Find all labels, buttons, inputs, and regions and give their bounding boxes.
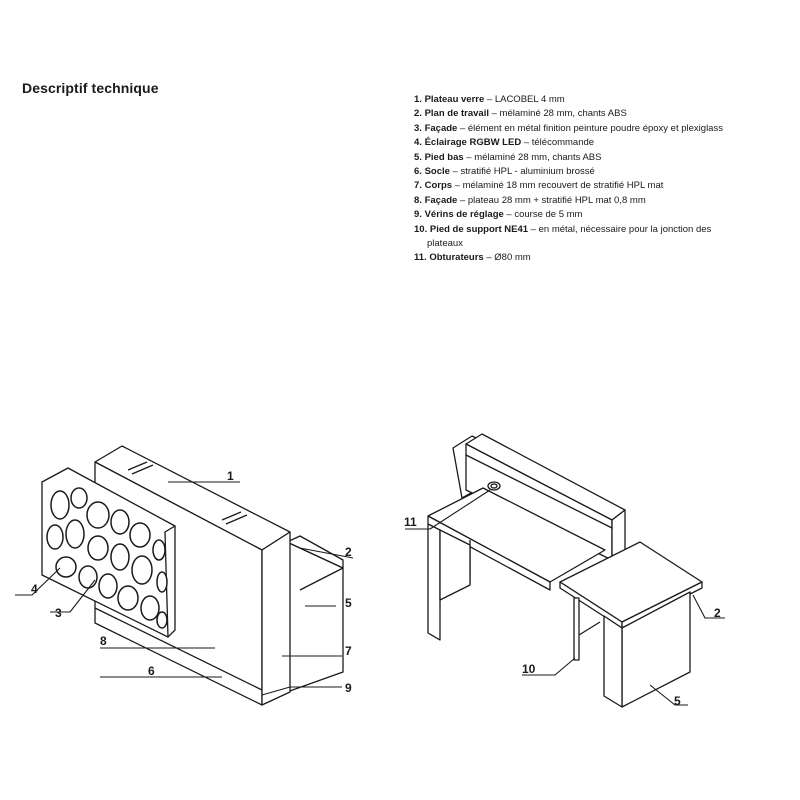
- spec-desc: – élément en métal finition peinture pou…: [457, 122, 723, 134]
- spec-number: 6.: [414, 166, 422, 178]
- spec-item: 7. Corps – mélaminé 18 mm recouvert de s…: [414, 179, 774, 193]
- spec-desc: – LACOBEL 4 mm: [484, 94, 565, 105]
- spec-desc: – mélaminé 18 mm recouvert de stratifié …: [452, 180, 664, 192]
- spec-desc: – en métal, nécessaire pour la jonction …: [528, 223, 712, 235]
- spec-name: Obturateurs: [429, 252, 484, 264]
- spec-name: Socle: [424, 166, 450, 178]
- spec-name: Pied de support NE41: [429, 223, 529, 235]
- spec-number: 7.: [414, 180, 422, 192]
- callout-2-back: 2: [714, 606, 721, 620]
- spec-name: Plan de travail: [424, 108, 489, 120]
- spec-item: 9. Vérins de réglage – course de 5 mm: [414, 208, 774, 222]
- spec-item: 4. Éclairage RGBW LED – télécommande: [414, 136, 774, 150]
- callout-7: 7: [345, 644, 352, 658]
- spec-number: 10.: [414, 223, 428, 235]
- section-heading: Descriptif technique: [22, 80, 159, 96]
- spec-number: 11.: [414, 252, 427, 264]
- spec-number: 1.: [414, 94, 422, 105]
- spec-name: Pied bas: [424, 151, 464, 163]
- spec-name: Façade: [424, 122, 458, 134]
- callout-1: 1: [227, 469, 234, 483]
- callout-6: 6: [148, 664, 155, 678]
- spec-name: Plateau verre: [424, 94, 485, 105]
- callout-8: 8: [100, 634, 107, 648]
- callout-4: 4: [31, 582, 38, 596]
- spec-item: 2. Plan de travail – mélaminé 28 mm, cha…: [414, 107, 774, 121]
- callout-9: 9: [345, 681, 352, 695]
- front-view-drawing: [15, 445, 354, 706]
- spec-item: 10. Pied de support NE41 – en métal, néc…: [414, 223, 774, 252]
- back-view-drawing: [405, 433, 725, 708]
- facade-pattern: [46, 487, 168, 629]
- callout-2: 2: [345, 545, 352, 559]
- spec-desc: – télécommande: [521, 137, 595, 149]
- spec-item: 1. Plateau verre – LACOBEL 4 mm: [414, 93, 774, 107]
- spec-name: Éclairage RGBW LED: [424, 137, 522, 149]
- callout-5-back: 5: [674, 694, 681, 708]
- spec-number: 8.: [414, 194, 422, 206]
- spec-desc: – plateau 28 mm + stratifié HPL mat 0,8 …: [457, 194, 646, 206]
- spec-desc: – Ø80 mm: [483, 252, 531, 264]
- callout-11: 11: [404, 515, 417, 529]
- spec-number: 9.: [414, 209, 422, 221]
- spec-name: Façade: [424, 194, 458, 206]
- spec-desc-continued: plateaux: [427, 238, 463, 250]
- spec-item: 5. Pied bas – mélaminé 28 mm, chants ABS: [414, 151, 774, 165]
- spec-number: 4.: [414, 137, 422, 149]
- callout-3: 3: [55, 606, 62, 620]
- spec-name: Vérins de réglage: [424, 209, 504, 221]
- spec-number: 5.: [414, 151, 422, 163]
- spec-number: 3.: [414, 122, 422, 134]
- spec-desc: – course de 5 mm: [503, 209, 583, 221]
- spec-desc: – mélaminé 28 mm, chants ABS: [463, 151, 602, 163]
- callout-10: 10: [522, 662, 536, 676]
- spec-item: 6. Socle – stratifié HPL - aluminium bro…: [414, 165, 774, 179]
- callout-5: 5: [345, 596, 352, 610]
- spec-desc: – mélaminé 28 mm, chants ABS: [489, 108, 627, 120]
- spec-name: Corps: [424, 180, 453, 192]
- spec-number: 2.: [414, 108, 422, 120]
- spec-item: 8. Façade – plateau 28 mm + stratifié HP…: [414, 194, 774, 208]
- spec-list: 1. Plateau verre – LACOBEL 4 mm 2. Plan …: [414, 93, 774, 266]
- spec-desc: – stratifié HPL - aluminium brossé: [449, 166, 595, 178]
- spec-item: 3. Façade – élément en métal finition pe…: [414, 122, 774, 136]
- spec-item: 11. Obturateurs – Ø80 mm: [414, 251, 774, 265]
